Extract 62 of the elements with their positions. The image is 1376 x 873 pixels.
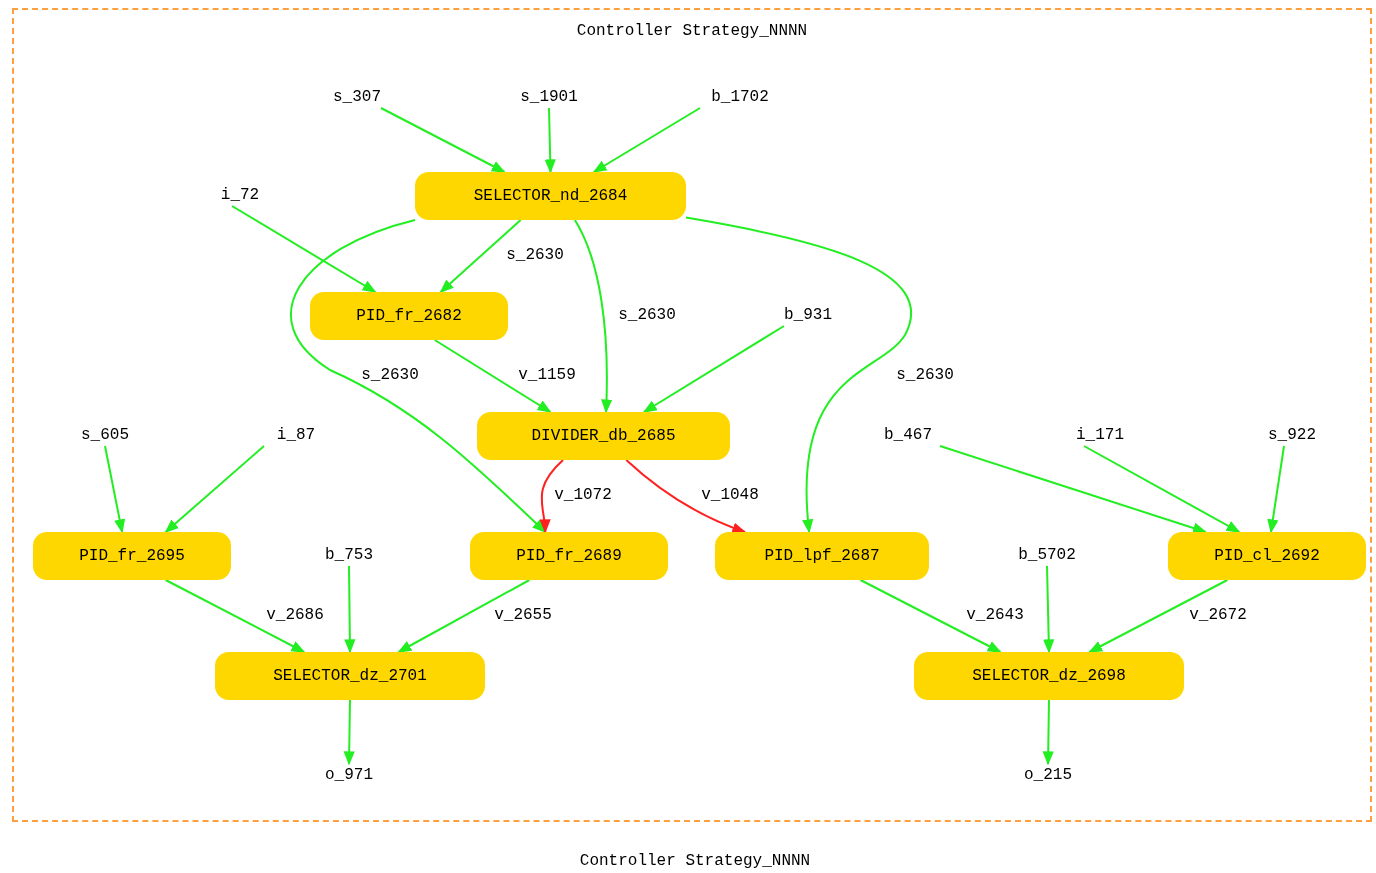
arrow (104, 445, 126, 534)
process-box: PID_cl_2692 (1168, 532, 1366, 580)
arrow (344, 565, 356, 654)
edge-label: v_1048 (700, 486, 760, 504)
arrow (539, 459, 564, 534)
process-box: DIVIDER_db_2685 (477, 412, 730, 460)
edge-label: v_1159 (517, 366, 577, 384)
signal-label: b_5702 (1007, 544, 1087, 566)
process-box: SELECTOR_dz_2701 (215, 652, 485, 700)
signal-label: s_605 (65, 424, 145, 446)
arrow (164, 579, 306, 653)
arrow (231, 205, 377, 293)
edge-label: v_2672 (1188, 606, 1248, 624)
arrow (397, 579, 531, 653)
arrow (685, 216, 912, 534)
edge-label: v_2686 (265, 606, 325, 624)
signal-label: i_87 (256, 424, 336, 446)
arrow (1042, 699, 1054, 766)
edge-label: v_2643 (965, 606, 1025, 624)
arrow (1043, 565, 1055, 654)
arrow (439, 219, 522, 293)
signal-label: i_72 (200, 184, 280, 206)
arrow (1267, 445, 1285, 534)
cluster-frame (12, 8, 1372, 822)
signal-label: s_307 (317, 86, 397, 108)
arrow (573, 219, 613, 414)
signal-label: o_215 (1008, 764, 1088, 786)
signal-label: b_753 (309, 544, 389, 566)
process-box: PID_lpf_2687 (715, 532, 929, 580)
arrow (1083, 445, 1241, 533)
edge-label: v_2655 (493, 606, 553, 624)
signal-label: b_1702 (700, 86, 780, 108)
arrow (642, 325, 785, 413)
arrow (859, 579, 1002, 653)
arrow (1088, 579, 1229, 653)
arrow (939, 445, 1207, 534)
signal-label: o_971 (309, 764, 389, 786)
cluster-title: Controller Strategy_NNNN (575, 22, 809, 40)
edge-label: s_2630 (505, 246, 565, 264)
process-box: PID_fr_2682 (310, 292, 508, 340)
process-box: SELECTOR_nd_2684 (415, 172, 686, 220)
signal-label: s_922 (1252, 424, 1332, 446)
arrow (625, 459, 747, 533)
arrow (433, 339, 552, 413)
edge-label: v_1072 (553, 486, 613, 504)
signal-label: b_467 (868, 424, 948, 446)
arrow (289, 219, 547, 533)
arrow (343, 699, 355, 766)
edge-label: s_2630 (360, 366, 420, 384)
signal-label: i_171 (1060, 424, 1140, 446)
process-box: SELECTOR_dz_2698 (914, 652, 1184, 700)
edge-label: s_2630 (895, 366, 955, 384)
signal-label: b_931 (768, 304, 848, 326)
arrow (544, 107, 556, 174)
signal-label: s_1901 (509, 86, 589, 108)
process-box: PID_fr_2695 (33, 532, 231, 580)
caption: Controller Strategy_NNNN (578, 852, 812, 870)
arrow (592, 107, 701, 173)
arrow (164, 445, 265, 533)
process-box: PID_fr_2689 (470, 532, 668, 580)
arrow (380, 107, 506, 173)
edge-label: s_2630 (617, 306, 677, 324)
